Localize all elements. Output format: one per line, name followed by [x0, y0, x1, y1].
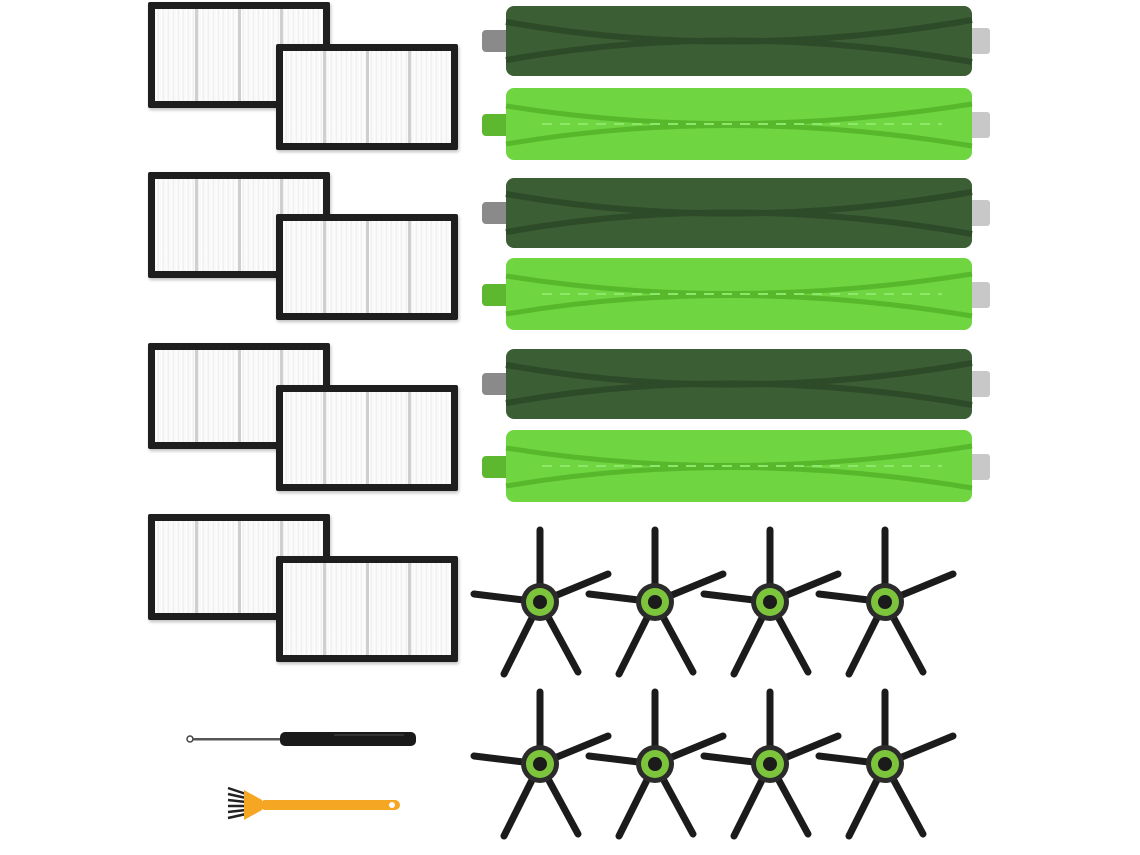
side-brush-icon	[589, 692, 723, 836]
side-brushes-group	[462, 520, 1002, 850]
dark-green-roller-icon	[482, 6, 990, 76]
hepa-filter-icon	[276, 385, 458, 491]
hepa-filter-icon	[276, 44, 458, 150]
side-brush-icon	[589, 530, 723, 674]
dark-green-roller-icon	[482, 349, 990, 419]
side-brush-icon	[704, 530, 838, 674]
light-green-roller-icon	[482, 258, 990, 330]
dark-green-roller-icon	[482, 178, 990, 248]
screwdriver-icon	[186, 732, 416, 746]
side-brush-icon	[819, 692, 953, 836]
hepa-filter-icon	[276, 556, 458, 662]
side-brush-icon	[474, 530, 608, 674]
cleaning-brush-icon	[227, 786, 400, 820]
light-green-roller-icon	[482, 88, 990, 160]
side-brush-icon	[704, 692, 838, 836]
side-brush-icon	[819, 530, 953, 674]
side-brush-icon	[474, 692, 608, 836]
light-green-roller-icon	[482, 430, 990, 502]
hepa-filter-icon	[276, 214, 458, 320]
